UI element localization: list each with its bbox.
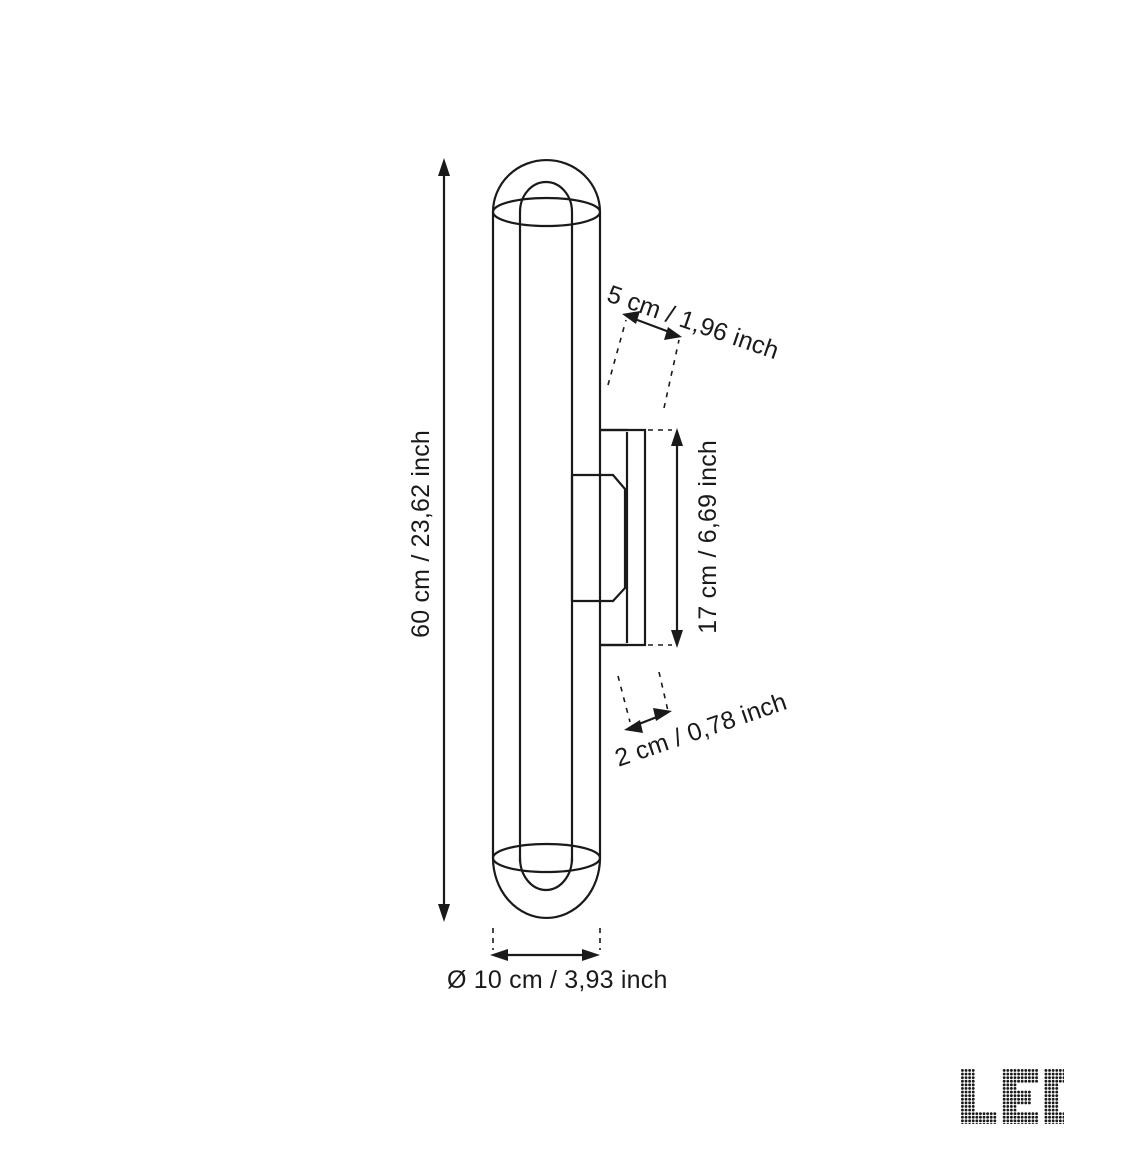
led-badge xyxy=(960,1068,1064,1124)
bottom-rim-ellipse xyxy=(491,842,602,874)
dim-diameter-arrow-right xyxy=(582,949,600,961)
dim-depth5-ext-right xyxy=(663,339,680,409)
bracket-backplate xyxy=(600,428,647,647)
dim-depth2-ext-right xyxy=(658,671,669,712)
dim-depth2-ext-left xyxy=(617,675,631,723)
dim-depth5-arrow-right xyxy=(664,327,682,340)
dim-depth5-line xyxy=(631,316,673,335)
dim-bracket-arrow-top xyxy=(671,428,683,446)
top-rim-ellipse xyxy=(491,196,602,228)
top-outer-dome xyxy=(491,158,602,213)
dimension-label-height: 60 cm / 23,62 inch xyxy=(407,430,435,638)
bottom-outer-dome xyxy=(491,857,602,920)
dim-depth5-ext-left xyxy=(607,319,627,386)
dim-diameter-arrow-left xyxy=(490,949,508,961)
dim-bracket-arrow-bottom xyxy=(671,630,683,648)
bottom-inner-dome xyxy=(518,857,574,892)
dim-depth2-arrow-right xyxy=(653,708,672,721)
dim-height-arrow-top xyxy=(438,158,450,176)
dimension-label-diameter: Ø 10 cm / 3,93 inch xyxy=(447,966,668,994)
dim-depth2-arrow-left xyxy=(624,720,643,733)
dim-height-arrow-bottom xyxy=(438,904,450,922)
dim-depth5-arrow-left xyxy=(622,311,640,324)
bracket-collar xyxy=(572,473,627,603)
dimension-label-bracket-height: 17 cm / 6,69 inch xyxy=(694,440,722,634)
